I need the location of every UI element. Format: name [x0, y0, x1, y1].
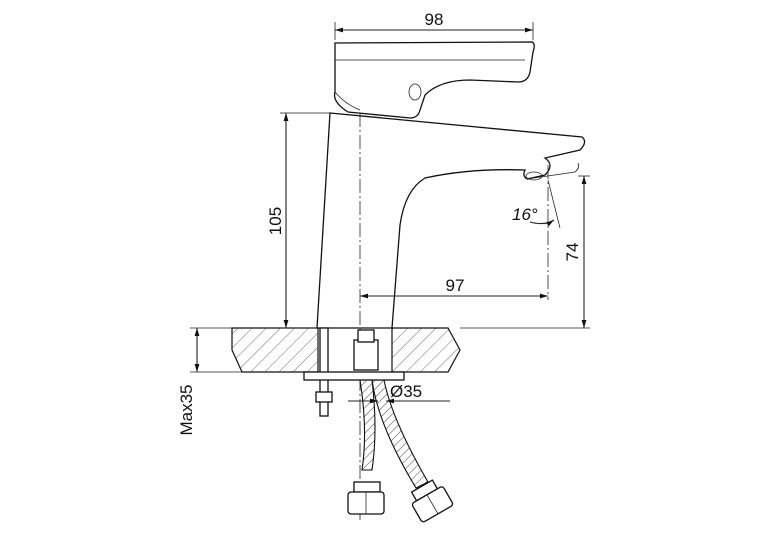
dimension-spout-reach: 97: [360, 276, 548, 299]
faucet-body: [316, 112, 586, 329]
dimension-hole-diameter: Ø35: [348, 382, 450, 404]
dimension-body-height: 105: [266, 112, 330, 329]
dimension-label-98: 98: [425, 10, 444, 29]
dimension-label-diameter-35: Ø35: [390, 382, 422, 401]
dimension-label-max35: Max35: [177, 384, 196, 435]
dimension-handle-width: 98: [334, 10, 534, 40]
dimension-spout-angle: 16°: [512, 179, 561, 229]
dimension-label-16-degrees: 16°: [512, 205, 538, 224]
dimension-label-97: 97: [446, 276, 465, 295]
faucet-handle: [333, 41, 535, 119]
dimension-label-105: 105: [266, 207, 285, 235]
countertop-section: [231, 327, 461, 373]
mounting-stud: [303, 327, 405, 417]
dimension-label-74: 74: [563, 243, 582, 262]
dimension-outlet-height: 74: [460, 175, 590, 329]
dimension-max-countertop: Max35: [177, 327, 242, 436]
